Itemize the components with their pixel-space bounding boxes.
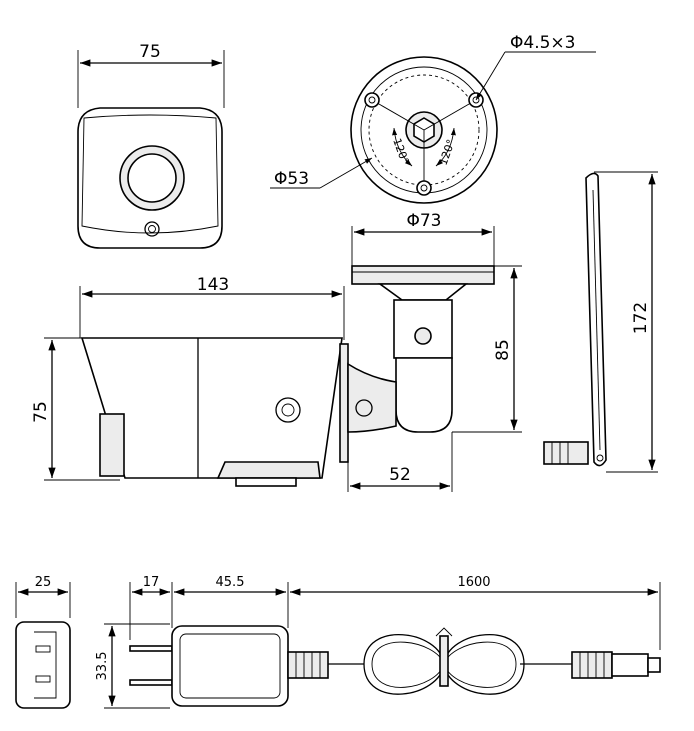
bottom-screw-block bbox=[235, 477, 297, 487]
dc-plug-tip bbox=[647, 657, 661, 673]
antenna-whip bbox=[585, 172, 607, 467]
front-view: 75 bbox=[77, 42, 225, 249]
adapter-side-body bbox=[15, 621, 71, 709]
mount-arm-lower bbox=[395, 357, 453, 433]
strain-relief-right bbox=[571, 651, 613, 679]
dc-plug-body bbox=[611, 653, 649, 677]
body-length-label: 143 bbox=[197, 275, 229, 295]
mount-depth-label: 52 bbox=[389, 465, 411, 485]
lens-glass bbox=[127, 153, 177, 203]
mount-height-label: 85 bbox=[493, 339, 513, 361]
front-width-label: 75 bbox=[139, 42, 161, 62]
plug-prong-top bbox=[129, 645, 173, 652]
cable-tie bbox=[439, 635, 449, 687]
hole-spec-label: Φ4.5×3 bbox=[510, 33, 575, 53]
strain-relief-left bbox=[287, 651, 329, 679]
plug-prong-bottom bbox=[129, 679, 173, 686]
bolt-hole-bottom bbox=[416, 180, 432, 196]
hole-circle-label: Φ53 bbox=[274, 169, 309, 189]
adapter-thickness-label: 25 bbox=[35, 575, 52, 590]
front-screw-hole bbox=[144, 221, 160, 237]
side-view: 143 75 bbox=[31, 275, 349, 487]
mount-arm-bolt bbox=[414, 327, 432, 345]
adapter-front-body bbox=[171, 625, 289, 707]
adapter-height-label: 33.5 bbox=[95, 652, 110, 681]
adapter-front-view: 17 45.5 1600 33.5 bbox=[95, 575, 661, 709]
mount-flange-plate bbox=[351, 265, 495, 285]
antenna: 172 bbox=[543, 171, 658, 473]
antenna-connector bbox=[543, 441, 589, 465]
adapter-side-view: 25 bbox=[15, 575, 71, 709]
prong-length-label: 17 bbox=[143, 575, 160, 590]
antenna-length-label: 172 bbox=[631, 302, 651, 334]
housing-inner-contour bbox=[81, 114, 219, 234]
flange-diameter-label: Φ73 bbox=[406, 211, 441, 231]
cable-length-label: 1600 bbox=[457, 575, 490, 590]
flange-view: 120° 120° Φ4.5×3 Φ53 bbox=[270, 33, 596, 204]
bolt-hole-left bbox=[364, 92, 380, 108]
coiled-cable bbox=[363, 633, 525, 695]
mount-base bbox=[347, 362, 397, 433]
side-screw bbox=[275, 397, 301, 423]
adapter-length-label: 45.5 bbox=[216, 575, 245, 590]
body-height-label: 75 bbox=[31, 401, 51, 423]
mount-bracket: Φ73 85 52 bbox=[347, 211, 522, 492]
